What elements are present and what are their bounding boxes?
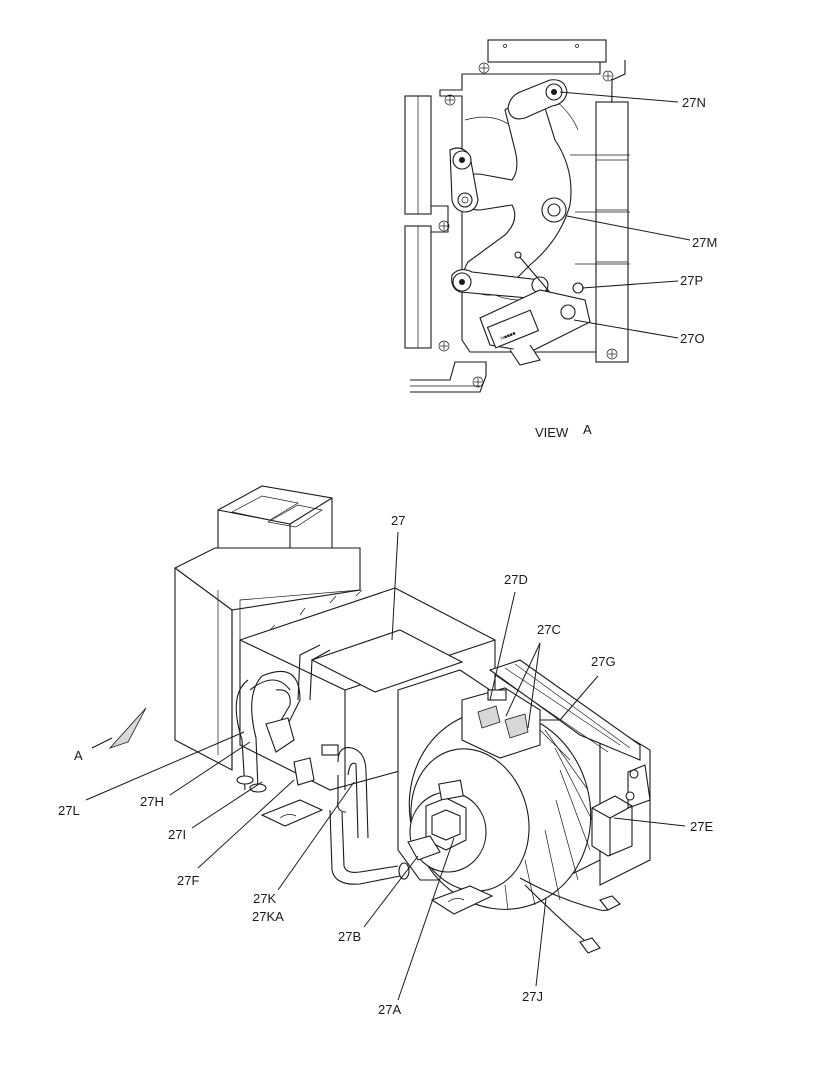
callout-27M: 27M <box>692 235 717 250</box>
callout-27N: 27N <box>682 95 706 110</box>
callout-27F: 27F <box>177 873 199 888</box>
callout-27KA: 27KA <box>252 909 284 924</box>
callout-27D: 27D <box>504 572 528 587</box>
callout-leaders <box>85 531 686 1001</box>
callout-27A: 27A <box>378 1002 401 1017</box>
callout-27H: 27H <box>140 794 164 809</box>
callout-27: 27 <box>391 513 405 528</box>
callout-27O: 27O <box>680 331 705 346</box>
callout-27K: 27K <box>253 891 276 906</box>
actuator-stamp: N■■■■ <box>500 331 517 342</box>
heater-assembly <box>91 485 651 954</box>
callout-27J: 27J <box>522 989 543 1004</box>
callout-27E: 27E <box>690 819 713 834</box>
callout-27P: 27P <box>680 273 703 288</box>
callout-27G: 27G <box>591 654 616 669</box>
callout-27L: 27L <box>58 803 80 818</box>
view-letter: A <box>583 422 592 437</box>
callout-27C: 27C <box>537 622 561 637</box>
view-a-detail: N■■■■ <box>404 39 691 393</box>
callout-27B: 27B <box>338 929 361 944</box>
callout-27I: 27I <box>168 827 186 842</box>
arrow-letter: A <box>74 748 83 763</box>
view-label: VIEW <box>535 425 569 440</box>
